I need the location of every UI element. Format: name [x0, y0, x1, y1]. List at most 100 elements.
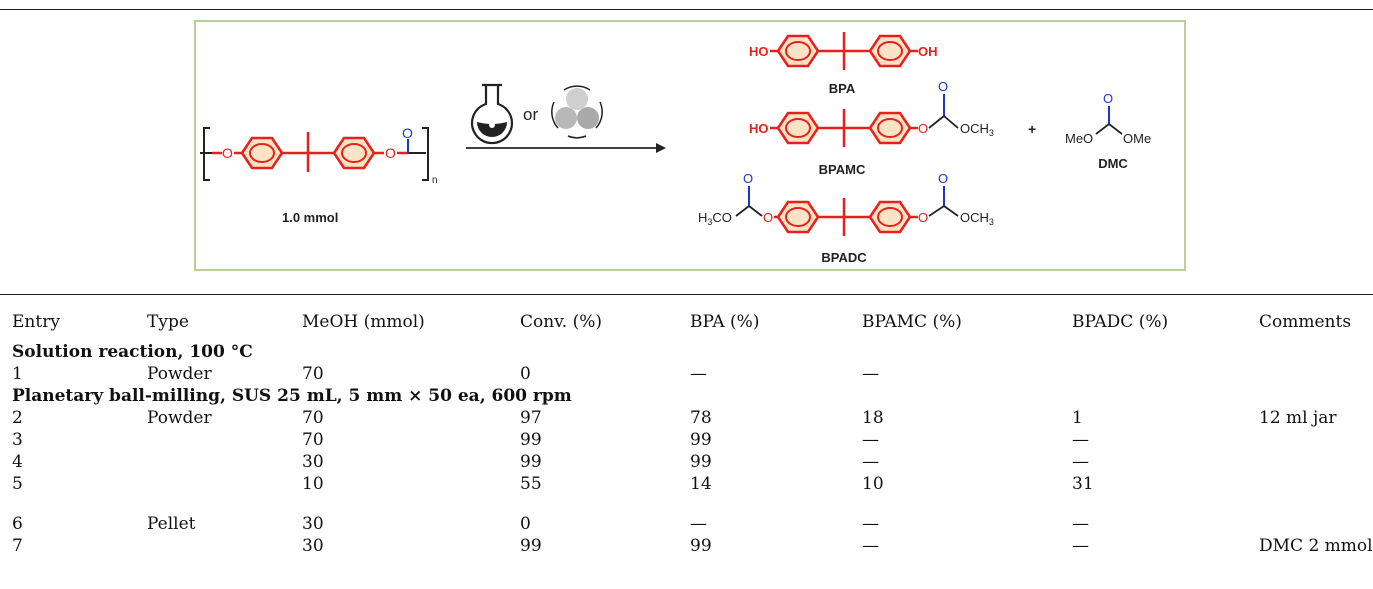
table-row: 7 30 99 99 — — DMC 2 mmol: [12, 534, 1373, 556]
top-rule: [0, 9, 1373, 10]
bpa-structure: HO OH BPA: [749, 32, 938, 96]
table-cell: 70: [302, 408, 324, 428]
table-cell: 0: [520, 364, 531, 384]
header-type: Type: [147, 312, 189, 332]
table-cell: —: [862, 430, 879, 450]
table-cell: [1259, 450, 1373, 472]
bpamc-label: BPAMC: [819, 162, 866, 177]
table-row: 4 30 99 99 — —: [12, 450, 1373, 472]
results-table: Entry Type MeOH (mmol) Conv. (%) BPA (%)…: [12, 304, 1373, 556]
table-cell: —: [1072, 514, 1089, 534]
bpamc-structure: HO O O OCH3 BPAMC: [749, 79, 994, 177]
table-cell: [147, 450, 302, 472]
table-row: 5 10 55 14 10 31: [12, 472, 1373, 494]
table-cell: 1: [1072, 408, 1083, 428]
table-row: 1 Powder 70 0 — —: [12, 362, 1373, 384]
reactant-amount: 1.0 mmol: [282, 210, 338, 225]
table-cell: 6: [12, 514, 23, 534]
bpadc-carbonyl-o-left: O: [743, 171, 753, 186]
table-cell: 31: [1072, 474, 1094, 494]
table-cell: 5: [12, 474, 23, 494]
table-cell: 99: [690, 430, 712, 450]
dmc-label: DMC: [1098, 156, 1128, 171]
table-cell: [147, 534, 302, 556]
bpa-oh: OH: [918, 44, 938, 59]
table-cell: 30: [302, 536, 324, 556]
table-cell: DMC 2 mmol: [1259, 536, 1373, 556]
table-cell: 70: [302, 430, 324, 450]
ether-oxygen-label: O: [222, 145, 233, 161]
table-cell: [1259, 512, 1373, 534]
table-top-rule: [0, 294, 1373, 295]
bpadc-carbonyl-o-right: O: [938, 171, 948, 186]
bpa-ho: HO: [749, 44, 769, 59]
table-cell: [1259, 428, 1373, 450]
header-meoh: MeOH (mmol): [302, 312, 425, 332]
table-cell: —: [862, 364, 879, 384]
bpamc-ho: HO: [749, 121, 769, 136]
table-row: 2 Powder 70 97 78 18 1 12 ml jar: [12, 406, 1373, 428]
header-bpa: BPA (%): [690, 312, 760, 332]
table-cell: 7: [12, 536, 23, 556]
repeat-subscript: n: [432, 175, 438, 186]
table-cell: —: [1072, 536, 1089, 556]
header-bpadc: BPADC (%): [1072, 312, 1169, 332]
section-title: Planetary ball-milling, SUS 25 mL, 5 mm …: [12, 386, 572, 406]
table-cell: —: [862, 514, 879, 534]
table-cell: 2: [12, 408, 23, 428]
table-cell: 3: [12, 430, 23, 450]
table-cell: 4: [12, 452, 23, 472]
table-cell: 99: [520, 452, 542, 472]
polycarbonate-structure: O O O n 1.0 mmol: [200, 125, 438, 225]
spacer-row: [12, 494, 1373, 512]
table-cell: —: [690, 364, 707, 384]
table-cell: 10: [862, 474, 884, 494]
header-bpamc: BPAMC (%): [862, 312, 962, 332]
table-cell: 0: [520, 514, 531, 534]
table-cell: Powder: [147, 408, 212, 428]
bpadc-structure: H3CO O O O O OCH3 BPADC: [698, 171, 994, 265]
table-cell: 1: [12, 364, 23, 384]
reaction-conditions: or: [466, 83, 666, 153]
scheme-drawing: O O O n 1.0 mmol or: [200, 32, 1151, 265]
dmc-meo: MeO: [1065, 131, 1093, 146]
section-row: Planetary ball-milling, SUS 25 mL, 5 mm …: [12, 384, 1373, 406]
plus-sign: +: [1028, 121, 1036, 137]
section-row: Solution reaction, 100 °C: [12, 340, 1373, 362]
bpamc-ester-o: O: [918, 121, 928, 136]
ester-oxygen-label: O: [385, 145, 396, 161]
bpadc-och3: OCH3: [960, 210, 994, 227]
table-cell: 14: [690, 474, 712, 494]
or-label: or: [523, 105, 538, 124]
header-entry: Entry: [12, 312, 60, 332]
table-cell: 97: [520, 408, 542, 428]
table-cell: 18: [862, 408, 884, 428]
dmc-carbonyl-o: O: [1103, 91, 1113, 106]
table-cell: Pellet: [147, 514, 196, 534]
flask-icon: [470, 83, 514, 145]
table-row: 3 70 99 99 — —: [12, 428, 1373, 450]
table-cell: —: [1072, 430, 1089, 450]
table-cell: [1259, 362, 1373, 384]
section-title: Solution reaction, 100 °C: [12, 342, 253, 362]
dmc-structure: MeO O OMe DMC: [1065, 91, 1151, 171]
table-cell: —: [690, 514, 707, 534]
reaction-scheme: O O O n 1.0 mmol or: [194, 20, 1186, 271]
table-cell: 99: [520, 430, 542, 450]
table-row: 6 Pellet 30 0 — — —: [12, 512, 1373, 534]
bpadc-label: BPADC: [821, 250, 867, 265]
table-cell: 78: [690, 408, 712, 428]
table-cell: 10: [302, 474, 324, 494]
dmc-ome: OMe: [1123, 131, 1151, 146]
table-cell: [1072, 362, 1259, 384]
bpadc-ester-o-right: O: [918, 210, 928, 225]
bpadc-h3co: H3CO: [698, 210, 732, 227]
table-cell: 99: [520, 536, 542, 556]
ball-mill-icon: [551, 85, 603, 139]
table-cell: 99: [690, 536, 712, 556]
table-cell: 30: [302, 514, 324, 534]
table-cell: —: [1072, 452, 1089, 472]
table-cell: 55: [520, 474, 542, 494]
header-conv: Conv. (%): [520, 312, 603, 332]
table-cell: 99: [690, 452, 712, 472]
